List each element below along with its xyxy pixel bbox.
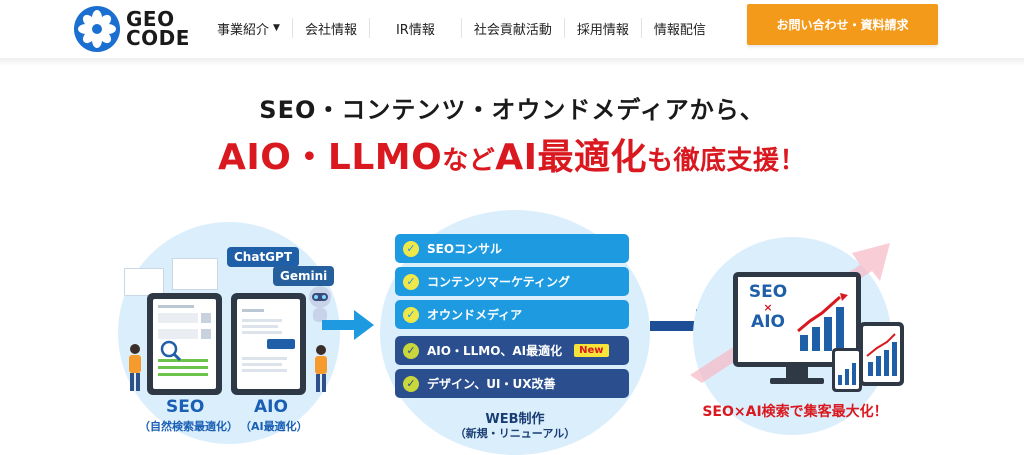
service-item-label: コンテンツマーケティング (427, 275, 571, 289)
bar-chart-icon (797, 293, 848, 351)
nav-item-label: 社会貢献活動 (473, 22, 552, 38)
seo-tablet-illustration (147, 293, 222, 395)
service-item-seo-consulting[interactable]: ✓ SEOコンサル (395, 234, 629, 263)
monitor-stand (786, 367, 808, 379)
nav-item-news[interactable]: 情報配信 (640, 18, 718, 38)
service-item-content-marketing[interactable]: ✓ コンテンツマーケティング (395, 267, 629, 296)
check-icon: ✓ (403, 240, 419, 257)
nav-item-recruit[interactable]: 採用情報 (563, 18, 641, 38)
hero-headline-2-wrap: AIO・LLMOなどAI最適化も徹底支援！ (0, 128, 1024, 180)
seo-aio-text: SEO × AIO (744, 283, 792, 332)
tablet-screen (863, 326, 900, 382)
phone-chart-icon (838, 363, 856, 385)
logo-line1: GEO (126, 7, 175, 31)
web-production-sublabel: （新規・リニューアル） (454, 427, 576, 440)
monitor-screen: SEO × AIO (738, 277, 856, 362)
headline-tettei: も徹底支援！ (646, 146, 806, 176)
service-item-owned-media[interactable]: ✓ オウンドメディア (395, 300, 629, 329)
check-icon: ✓ (403, 273, 419, 290)
aio-label: AIO (254, 397, 288, 417)
caret-down-icon: ▼ (273, 23, 280, 33)
nav-item-label: 事業紹介 (217, 22, 270, 38)
chatgpt-bubble: ChatGPT (227, 247, 300, 267)
tablet-illustration (859, 322, 904, 386)
site-header: GEO CODE 事業紹介 ▼ 会社情報 IR情報 社会貢献活動 採用情報 情報… (0, 0, 1024, 60)
service-item-aio-llmo[interactable]: ✓ AIO・LLMO、AI最適化 New (395, 336, 629, 365)
service-item-label: AIO・LLMO、AI最適化 (427, 344, 563, 358)
headline-aio-llmo: AIO・LLMO (218, 137, 443, 178)
check-icon: ✓ (403, 342, 419, 359)
person-right-icon (315, 345, 327, 392)
nav-item-label: 情報配信 (653, 22, 706, 38)
phone-screen (835, 351, 859, 389)
nav-item-label: 会社情報 (304, 22, 357, 38)
header-shadow (0, 58, 1024, 66)
robot-icon (309, 286, 331, 322)
aio-tablet-illustration (231, 293, 306, 395)
nav-item-services[interactable]: 事業紹介 ▼ (205, 18, 292, 38)
logo-text: GEO CODE (126, 7, 190, 50)
cross-text: × (763, 301, 773, 314)
headline-nado: など (442, 146, 496, 176)
phone-illustration (832, 348, 862, 392)
nav-item-ir[interactable]: IR情報 (368, 18, 461, 38)
small-webpage-illustration (124, 268, 164, 296)
seo-text: SEO (748, 282, 788, 302)
aio-tablet-screen (237, 299, 300, 389)
nav-item-company[interactable]: 会社情報 (291, 18, 369, 38)
seo-label: SEO (166, 397, 205, 417)
check-icon: ✓ (403, 375, 419, 392)
monitor-base (770, 378, 824, 384)
service-item-label: オウンドメディア (427, 308, 523, 322)
gemini-bubble: Gemini (273, 266, 335, 286)
headline-ai-opt: AI最適化 (495, 137, 647, 178)
seo-tablet-screen (153, 299, 216, 389)
nav-item-csr[interactable]: 社会貢献活動 (460, 18, 564, 38)
hero-headline-1: SEO・コンテンツ・オウンドメディアから、 (259, 96, 765, 124)
tablet-chart-icon (866, 333, 897, 376)
seo-ai-tagline: SEO×AI検索で集客最大化！ (702, 404, 888, 420)
person-left-icon (129, 344, 141, 391)
search-results-icon (158, 305, 211, 376)
nav-item-label: IR情報 (395, 22, 435, 38)
contact-button[interactable]: お問い合わせ・資料請求 (747, 4, 938, 45)
aio-text: AIO (751, 312, 785, 332)
service-item-design-ux[interactable]: ✓ デザイン、UI・UX改善 (395, 369, 629, 398)
seo-sublabel: （自然検索最適化） (139, 420, 238, 433)
ai-chat-icon (242, 309, 295, 372)
logo-flower-icon (74, 6, 120, 52)
main-nav: 事業紹介 ▼ 会社情報 IR情報 社会貢献活動 採用情報 情報配信 (205, 0, 718, 56)
nav-item-label: 採用情報 (576, 22, 629, 38)
service-item-label: デザイン、UI・UX改善 (427, 377, 556, 391)
new-badge: New (574, 344, 609, 357)
web-production-label: WEB制作 (485, 412, 545, 427)
logo[interactable]: GEO CODE (74, 6, 190, 52)
hero-headline-2: AIO・LLMOなどAI最適化も徹底支援！ (212, 128, 812, 180)
logo-line2: CODE (126, 26, 190, 50)
arrow-right-icon (322, 310, 374, 340)
service-item-label: SEOコンサル (427, 242, 503, 256)
small-webpage-illustration (172, 258, 218, 290)
check-icon: ✓ (403, 306, 419, 323)
aio-sublabel: （AI最適化） (240, 420, 308, 433)
